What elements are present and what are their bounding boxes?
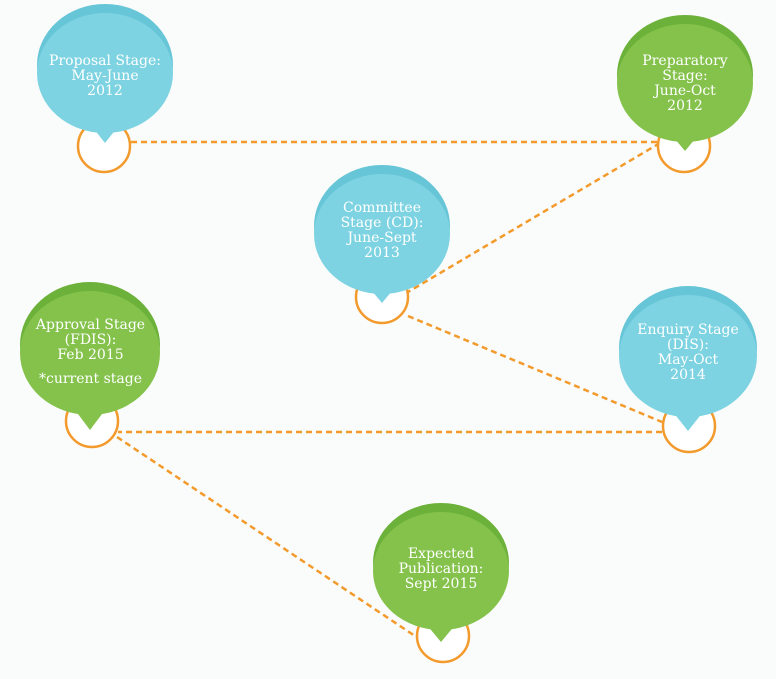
publication-stage-line-1: Expected <box>407 546 475 562</box>
approval-stage-label: Approval Stage (FDIS): Feb 2015 *current… <box>18 318 163 387</box>
bubble-committee <box>314 165 450 303</box>
publication-stage-line-3: Sept 2015 <box>404 576 478 592</box>
connector-committee-enquiry <box>407 314 663 424</box>
preparatory-stage-line-4: 2012 <box>667 98 703 114</box>
preparatory-stage-line-2: Stage: <box>662 68 708 84</box>
current-stage-note: *current stage <box>38 371 143 387</box>
enquiry-stage-line-3: May-Oct <box>657 352 719 368</box>
committee-stage-line-3: June-Sept <box>347 230 417 246</box>
proposal-stage-label: Proposal Stage: May-June 2012 <box>35 54 175 99</box>
publication-stage-line-2: Publication: <box>398 561 484 577</box>
committee-stage-line-4: 2013 <box>364 245 400 261</box>
enquiry-stage-line-1: Enquiry Stage <box>637 322 739 338</box>
connector-approval-publication <box>116 435 419 640</box>
proposal-stage-line-1: Proposal Stage: <box>49 53 161 69</box>
approval-stage-line-1: Approval Stage <box>35 317 146 333</box>
committee-stage-line-1: Committee <box>343 200 421 216</box>
approval-stage-line-2: (FDIS): <box>64 332 117 348</box>
bubble-preparatory <box>617 15 753 151</box>
connector-preparatory-committee <box>407 141 661 294</box>
bubble-approval <box>20 282 160 430</box>
bubble-publication <box>373 503 509 642</box>
publication-stage-label: Expected Publication: Sept 2015 <box>371 547 511 592</box>
bubble-proposal <box>37 4 173 143</box>
connectors <box>116 140 663 640</box>
committee-stage-line-2: Stage (CD): <box>340 215 424 231</box>
committee-stage-label: Committee Stage (CD): June-Sept 2013 <box>312 201 452 261</box>
enquiry-stage-line-2: (DIS): <box>667 337 709 353</box>
approval-stage-line-3: Feb 2015 <box>57 347 124 363</box>
proposal-stage-line-2: May-June <box>71 68 139 84</box>
bubble-enquiry <box>619 286 757 431</box>
preparatory-stage-line-1: Preparatory <box>642 53 728 69</box>
preparatory-stage-label: Preparatory Stage: June-Oct 2012 <box>615 54 755 114</box>
proposal-stage-line-3: 2012 <box>87 83 123 99</box>
enquiry-stage-line-4: 2014 <box>670 367 706 383</box>
preparatory-stage-line-3: June-Oct <box>654 83 716 99</box>
enquiry-stage-label: Enquiry Stage (DIS): May-Oct 2014 <box>618 323 758 383</box>
